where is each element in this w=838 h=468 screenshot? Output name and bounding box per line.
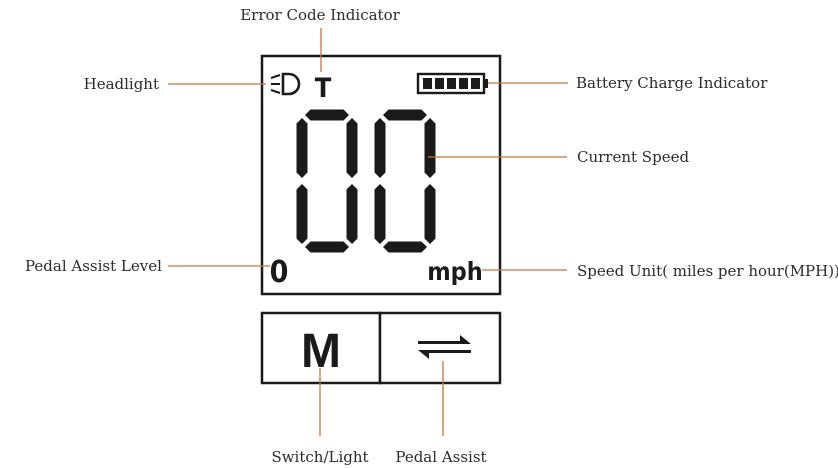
speed-digit-segment [305,241,349,253]
speed-digit-segment [296,118,308,178]
speed-digit-segment [374,184,386,244]
headlight-icon [270,72,301,96]
pedal-assist-button[interactable] [378,311,502,385]
speed-digit-segment [346,184,358,244]
battery-cell [459,78,468,89]
label-speed-unit: Speed Unit( miles per hour(MPH)) [577,262,838,280]
speed-digit-segment [383,241,427,253]
label-current-speed: Current Speed [577,148,689,166]
label-headlight: Headlight [84,75,159,93]
error-code-glyph: T [315,73,332,104]
label-pedal-assist: Pedal Assist [395,448,486,466]
label-switch-light: Switch/Light [271,448,368,466]
speed-digit-segment [424,118,436,178]
mode-button[interactable] [260,311,382,385]
battery-cell [423,78,432,89]
assist-level-value: 0 [270,255,289,290]
label-battery: Battery Charge Indicator [576,74,768,92]
speed-digit-segment [305,109,349,121]
battery-cell [447,78,456,89]
speed-digit-segment [296,184,308,244]
lcd-display-frame [260,54,502,296]
battery-cells [423,78,480,89]
battery-cell [471,78,480,89]
speed-unit-label: mph [427,257,483,286]
battery-cell [435,78,444,89]
label-assist-level: Pedal Assist Level [25,257,162,275]
speed-digit-segment [374,118,386,178]
current-speed-digits [296,109,436,253]
double-arrow-icon [418,335,471,359]
speed-digit-segment [383,109,427,121]
mode-button-label: M [301,325,341,378]
speed-digit-segment [346,118,358,178]
battery-icon [416,72,488,95]
label-error-code: Error Code Indicator [240,6,400,24]
speed-digit-segment [424,184,436,244]
